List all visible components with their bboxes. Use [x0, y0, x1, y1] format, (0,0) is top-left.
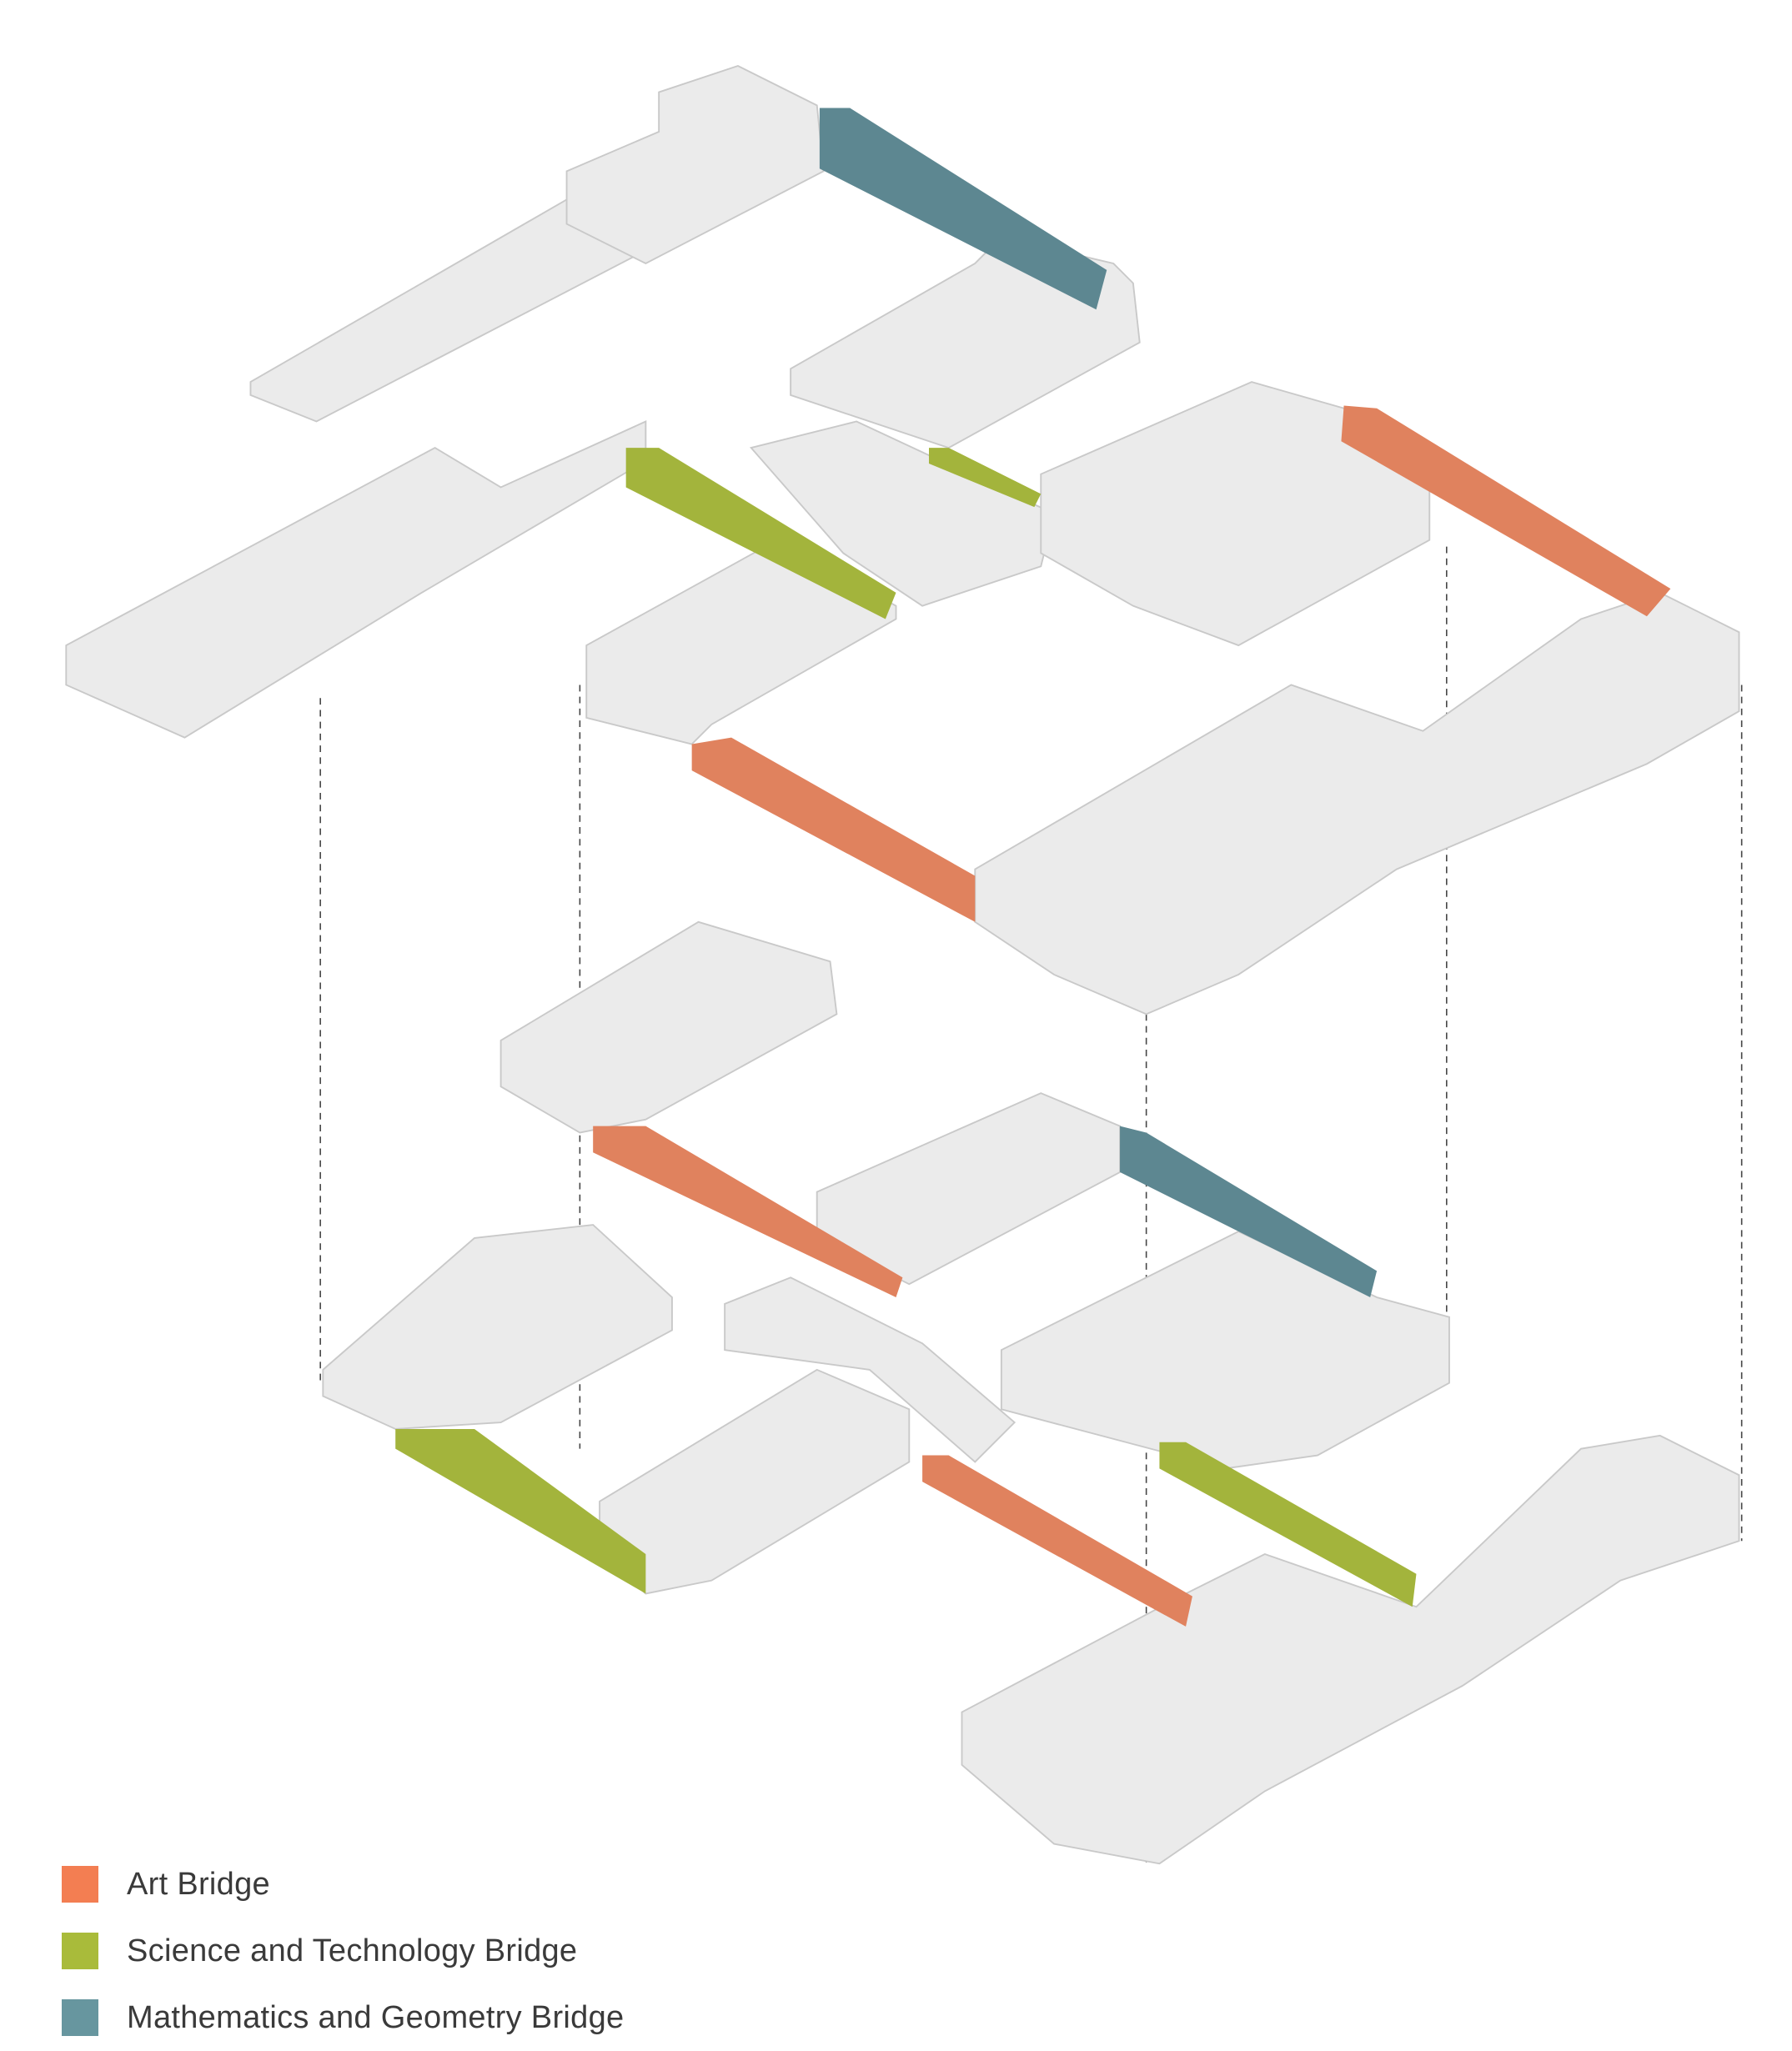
east-classrooms: [1040, 381, 1431, 647]
central-stair-core: [749, 420, 1056, 607]
southwest-classrooms: [599, 1368, 911, 1595]
upper-floor-plate: [65, 64, 1740, 1015]
art-bridge-lower-north: [593, 1126, 903, 1297]
legend-label: Mathematics and Geometry Bridge: [127, 1999, 625, 2035]
science-bridge-lower-west: [395, 1428, 646, 1594]
math-bridge-swatch: [62, 1999, 98, 2036]
math-bridge-lower: [1120, 1126, 1378, 1297]
east-classrooms-lower: [1000, 1230, 1450, 1470]
math-bridge-upper: [819, 108, 1107, 310]
science-bridge-lower-east: [1159, 1442, 1417, 1607]
science-bridge-swatch: [62, 1933, 98, 1969]
art-bridge-upper-south: [691, 737, 976, 922]
central-hall: [724, 1276, 1016, 1463]
north-stair-block: [499, 920, 838, 1134]
art-bridge-upper-east: [1341, 405, 1671, 617]
lower-floor-plate: [322, 920, 1740, 1865]
legend: Art Bridge Science and Technology Bridge…: [62, 1851, 624, 2051]
legend-item-math-bridge: Mathematics and Geometry Bridge: [62, 1984, 624, 2051]
southeast-wing: [974, 591, 1740, 1015]
north-cluster: [565, 64, 825, 265]
art-bridge-lower-south: [922, 1455, 1192, 1627]
legend-item-science-bridge: Science and Technology Bridge: [62, 1918, 624, 1984]
science-bridge-upper: [625, 448, 896, 619]
west-wing: [65, 420, 647, 739]
southeast-wing-lower: [961, 1434, 1740, 1865]
legend-label: Art Bridge: [127, 1866, 270, 1902]
legend-item-art-bridge: Art Bridge: [62, 1851, 624, 1918]
west-block: [322, 1224, 673, 1430]
legend-label: Science and Technology Bridge: [127, 1933, 578, 1968]
science-bridge-upper-small: [928, 448, 1042, 508]
art-bridge-swatch: [62, 1866, 98, 1903]
